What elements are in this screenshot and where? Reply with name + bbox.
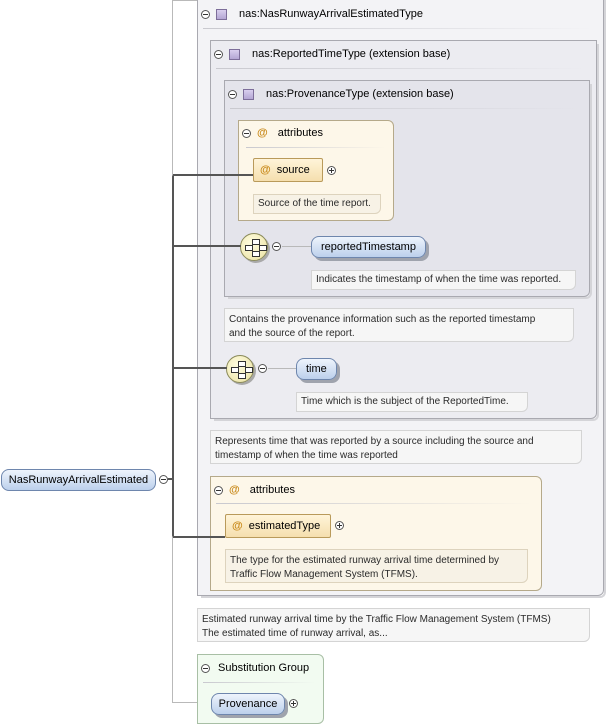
sequence-icon[interactable] bbox=[226, 355, 254, 383]
attribute-estimated-type-doc: The type for the estimated runway arriva… bbox=[225, 549, 528, 583]
attribute-icon: @ bbox=[229, 484, 240, 496]
minus-icon[interactable] bbox=[214, 485, 223, 495]
minus-icon[interactable] bbox=[159, 475, 168, 484]
type-reported-header: nas:ReportedTimeType (extension base) bbox=[214, 48, 450, 60]
minus-icon[interactable] bbox=[214, 49, 223, 59]
minus-icon[interactable] bbox=[201, 9, 210, 19]
type-main-header: nas:NasRunwayArrivalEstimatedType bbox=[201, 8, 423, 20]
attributes-main-label: attributes bbox=[249, 484, 295, 496]
connector-source bbox=[173, 174, 253, 176]
type-icon bbox=[229, 48, 240, 60]
minus-icon[interactable] bbox=[242, 128, 251, 138]
attribute-estimated-type-label: estimatedType bbox=[248, 520, 321, 532]
element-time[interactable]: time bbox=[296, 358, 337, 380]
minus-icon[interactable] bbox=[258, 364, 267, 373]
type-reported-label: nas:ReportedTimeType (extension base) bbox=[252, 48, 451, 60]
connector-seq2 bbox=[173, 367, 227, 369]
plus-icon[interactable] bbox=[327, 166, 336, 175]
minus-icon[interactable] bbox=[228, 89, 237, 99]
connector-trunk bbox=[172, 175, 174, 537]
connector-seq1 bbox=[173, 245, 241, 247]
attributes-main-divider bbox=[216, 503, 531, 504]
type-provenance-header: nas:ProvenanceType (extension base) bbox=[228, 88, 454, 100]
type-provenance-divider bbox=[230, 108, 580, 109]
provenance-type-doc: Contains the provenance information such… bbox=[224, 308, 574, 342]
plus-icon[interactable] bbox=[289, 699, 298, 708]
type-main-label: nas:NasRunwayArrivalEstimatedType bbox=[239, 8, 424, 20]
reported-timestamp-doc: Indicates the timestamp of when the time… bbox=[311, 270, 576, 290]
connector-root bbox=[168, 478, 173, 480]
attributes-provenance-label: attributes bbox=[277, 127, 323, 139]
connector-estimated-type bbox=[173, 536, 225, 538]
reported-time-type-doc: Represents time that was reported by a s… bbox=[210, 430, 582, 464]
attribute-icon: @ bbox=[257, 127, 268, 139]
attributes-provenance-header: @ attributes bbox=[242, 127, 323, 139]
attributes-main-header: @ attributes bbox=[214, 484, 295, 496]
substitution-divider bbox=[203, 682, 315, 683]
attribute-icon: @ bbox=[232, 520, 243, 532]
connector-root-to-subst bbox=[172, 482, 173, 702]
plus-icon[interactable] bbox=[335, 521, 344, 530]
attribute-estimated-type[interactable]: @ estimatedType bbox=[225, 514, 331, 538]
attribute-source[interactable]: @ source bbox=[253, 158, 323, 182]
element-nas-runway-arrival-estimated[interactable]: NasRunwayArrivalEstimated bbox=[1, 469, 156, 491]
substitution-group-label: Substitution Group bbox=[218, 662, 310, 674]
attribute-source-doc: Source of the time report. bbox=[253, 194, 381, 214]
connector-time bbox=[268, 368, 296, 369]
type-icon bbox=[243, 88, 254, 100]
time-doc: Time which is the subject of the Reporte… bbox=[296, 392, 528, 412]
connector-reported-timestamp bbox=[282, 246, 312, 247]
type-icon bbox=[216, 8, 227, 20]
attribute-icon: @ bbox=[260, 164, 271, 176]
attributes-provenance-divider bbox=[246, 147, 386, 148]
element-provenance[interactable]: Provenance bbox=[211, 693, 285, 715]
type-reported-divider bbox=[216, 68, 586, 69]
attribute-source-label: source bbox=[276, 164, 310, 176]
element-reported-timestamp[interactable]: reportedTimestamp bbox=[311, 236, 426, 258]
minus-icon[interactable] bbox=[272, 242, 281, 251]
type-provenance-label: nas:ProvenanceType (extension base) bbox=[266, 88, 454, 100]
sequence-icon[interactable] bbox=[240, 233, 268, 261]
connector-main-h bbox=[172, 0, 197, 1]
main-type-doc: Estimated runway arrival time by the Tra… bbox=[197, 608, 590, 642]
type-main-divider bbox=[203, 28, 593, 29]
connector-root-subst-h bbox=[172, 702, 210, 703]
substitution-group-header: Substitution Group bbox=[201, 662, 309, 674]
minus-icon[interactable] bbox=[201, 663, 210, 673]
